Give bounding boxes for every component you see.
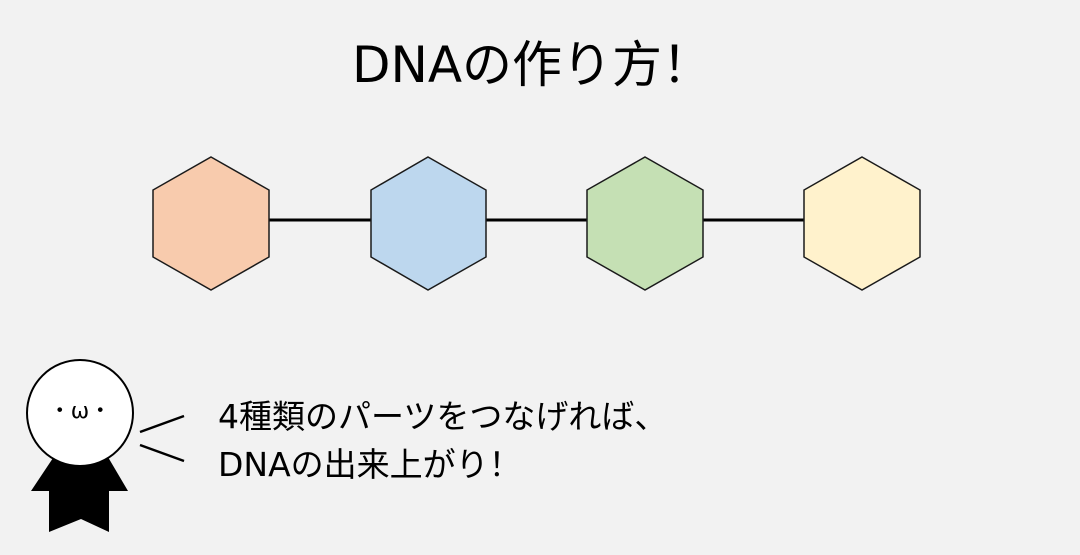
face-expression: ・ω・: [48, 399, 112, 424]
person-body: [31, 452, 128, 532]
hexagon-part-4: [803, 156, 921, 291]
hexagon-part-3: [586, 156, 704, 291]
hexagon-part-1: [152, 156, 270, 291]
speech-line-2: DNAの出来上がり！: [218, 445, 522, 484]
speech-line-1: 4種類のパーツをつなげれば、: [218, 397, 668, 436]
person-head: [26, 359, 134, 467]
page-title: DNAの作り方！: [351, 36, 713, 94]
person-figure-icon: [26, 359, 134, 532]
speech-caption: 4種類のパーツをつなげれば、 DNAの出来上がり！: [218, 393, 667, 489]
speech-line-lower: [139, 443, 185, 463]
speech-line-upper: [139, 414, 185, 434]
hexagon-part-2: [370, 156, 487, 291]
